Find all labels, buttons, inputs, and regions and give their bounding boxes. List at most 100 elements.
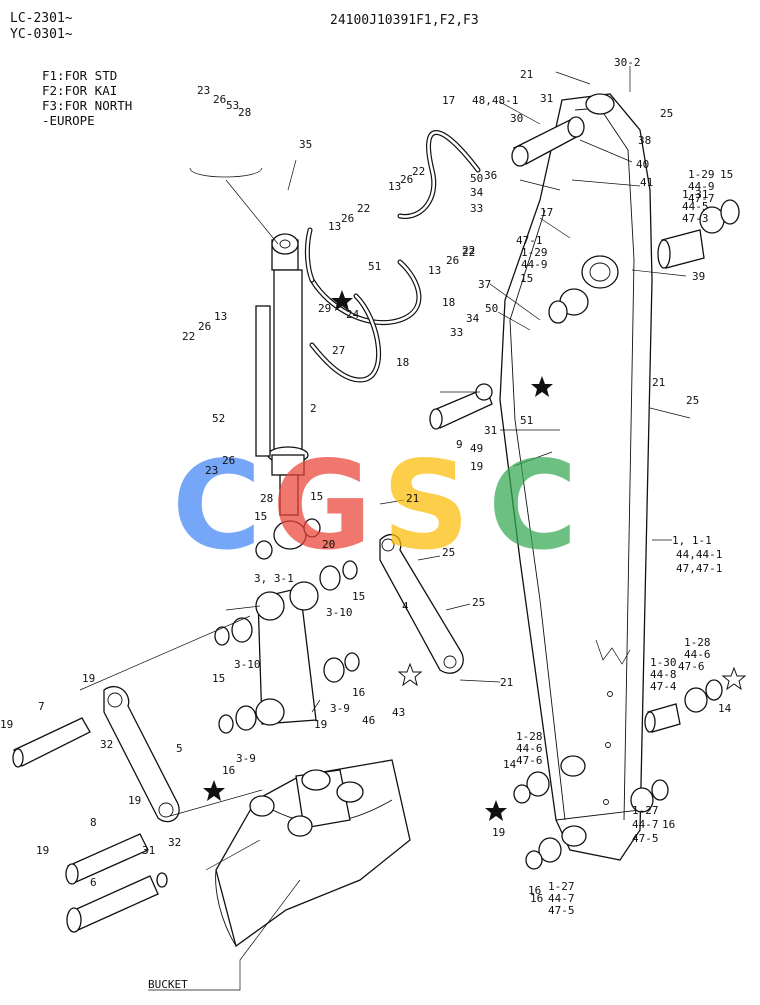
callout-7: 7 (38, 700, 45, 713)
callout-25a: 25 (660, 107, 673, 120)
callout-19g: 19 (492, 826, 505, 839)
callout-4: 4 (402, 600, 409, 613)
callout-1: 1, 1-1 (672, 534, 712, 547)
model-serial-lc: LC-2301~ (10, 11, 73, 26)
callout-27: 27 (332, 344, 345, 357)
note-f3-cont: -EUROPE (42, 113, 95, 128)
callout-16e: 16 (530, 892, 543, 905)
callout-26c: 26 (341, 212, 354, 225)
callout-44-7b: 44-7 (548, 892, 575, 905)
callout-23a: 23 (197, 84, 210, 97)
callout-24: 24 (346, 308, 360, 321)
callout-47-6b: 47-6 (516, 754, 543, 767)
callout-26f: 26 (222, 454, 235, 467)
callout-44-6a: 44-6 (684, 648, 711, 661)
callout-47-4: 47-4 (650, 680, 677, 693)
callout-51b: 51 (520, 414, 533, 427)
watermark-letter-c2: C (488, 435, 578, 577)
part-number: 24100J10391F1,F2,F3 (330, 13, 479, 28)
callout-25b: 25 (686, 394, 699, 407)
callout-31c: 31 (142, 844, 155, 857)
callout-14a: 14 (718, 702, 732, 715)
callout-16a: 16 (352, 686, 365, 699)
callout-3-9a: 3-9 (330, 702, 350, 715)
callout-21d: 21 (500, 676, 513, 689)
watermark-letter-g: G (272, 435, 372, 577)
leader-lines (79, 66, 691, 991)
callout-1-31: 1-31 (682, 188, 709, 201)
callout-48: 48,48-1 (472, 94, 518, 107)
callout-21b: 21 (652, 376, 665, 389)
callout-22e: 22 (182, 330, 195, 343)
callout-46: 46 (362, 714, 375, 727)
callout-44-9: 44-9 (688, 180, 715, 193)
callout-8: 8 (90, 816, 97, 829)
callout-13d: 13 (214, 310, 227, 323)
callout-47-1: 47-1 (516, 234, 543, 247)
callout-26b: 26 (400, 173, 413, 186)
callout-5: 5 (176, 742, 183, 755)
arm-head-pins (429, 116, 740, 870)
callout-44-9b: 44-9 (521, 258, 548, 271)
callout-22d: 22 (462, 244, 475, 257)
callout-19b: 19 (314, 718, 327, 731)
callout-1-28a: 1-28 (684, 636, 711, 649)
callout-30-2: 30-2 (614, 56, 641, 69)
callout-28b: 28 (260, 492, 273, 505)
callout-3-10a: 3-10 (326, 606, 353, 619)
callout-53: 53 (226, 99, 239, 112)
callout-9: 9 (456, 438, 463, 451)
callout-41: 41 (640, 176, 653, 189)
note-f2: F2:FOR KAI (42, 83, 117, 98)
callout-52: 52 (212, 412, 225, 425)
callout-47-6a: 47-6 (678, 660, 705, 673)
callout-38: 38 (638, 134, 651, 147)
callout-36: 36 (484, 169, 497, 182)
callout-26a: 26 (213, 93, 226, 106)
callout-16d: 16 (528, 884, 541, 897)
callout-50b: 50 (485, 302, 498, 315)
callout-1-27a: 1-27 (632, 804, 659, 817)
arm-body (499, 93, 653, 861)
callout-44-7a: 44-7 (632, 818, 659, 831)
callout-17a: 17 (442, 94, 455, 107)
callout-44-6b: 44-6 (516, 742, 543, 755)
callout-32b: 32 (168, 836, 181, 849)
callout-6: 6 (90, 876, 97, 889)
callout-34b: 34 (466, 312, 480, 325)
header: LC-2301~ YC-0301~ 24100J10391F1,F2,F3 (10, 11, 479, 42)
callout-23b: 23 (205, 464, 218, 477)
callout-33b: 33 (450, 326, 463, 339)
callout-40: 40 (636, 158, 649, 171)
callout-47-5a: 47-5 (632, 832, 659, 845)
callout-20: 20 (322, 538, 335, 551)
callout-13b: 13 (328, 220, 341, 233)
callout-31a: 31 (540, 92, 553, 105)
callout-17b: 17 (540, 206, 553, 219)
callout-29: 29 (318, 302, 331, 315)
bucket (215, 759, 411, 948)
callout-18b: 18 (396, 356, 409, 369)
note-f1: F1:FOR STD (42, 68, 117, 83)
callout-13c: 13 (428, 264, 441, 277)
callout-15f: 15 (212, 672, 225, 685)
callout-1-29a: 1-29 (688, 168, 715, 181)
callout-28a: 28 (238, 106, 251, 119)
model-serial-yc: YC-0301~ (10, 27, 73, 42)
callout-21c: 21 (406, 492, 419, 505)
callout-26e: 26 (198, 320, 211, 333)
callout-44-5: 44-5 (682, 200, 709, 213)
callout-34a: 34 (470, 186, 484, 199)
callout-19c: 19 (82, 672, 95, 685)
callout-18a: 18 (442, 296, 455, 309)
callout-22c: 22 (462, 246, 475, 259)
watermark-letter-s: S (382, 435, 470, 577)
callout-44: 44,44-1 (676, 548, 722, 561)
callout-16b: 16 (222, 764, 235, 777)
watermark-letter-c1: C (172, 435, 262, 577)
callout-16c: 16 (662, 818, 675, 831)
callout-15d: 15 (310, 490, 323, 503)
callout-47-3: 47-3 (682, 212, 709, 225)
